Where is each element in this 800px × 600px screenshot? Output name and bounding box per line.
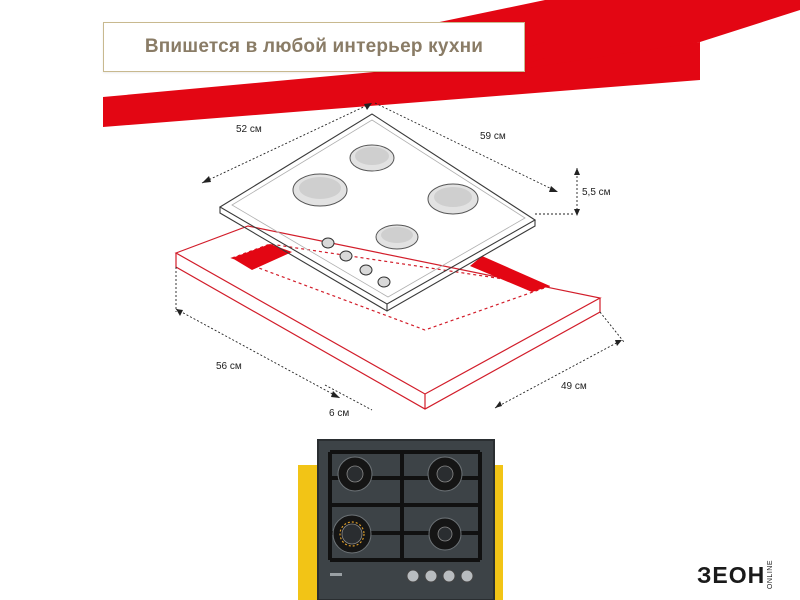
dim-hob-height-label: 5,5 см bbox=[582, 187, 611, 198]
countertop-opening-fills bbox=[232, 244, 550, 292]
title-banner: Впишется в любой интерьер кухни bbox=[103, 22, 525, 72]
dimension-lines bbox=[175, 102, 625, 411]
brand-logo: ЗЕОН ONLINE bbox=[697, 560, 775, 590]
dimension-arrows bbox=[176, 103, 622, 408]
brand-logo-subtext: ONLINE bbox=[767, 560, 775, 590]
countertop-outline bbox=[174, 225, 602, 410]
dim-cutout-width-label: 56 см bbox=[216, 361, 242, 372]
page-title: Впишется в любой интерьер кухни bbox=[144, 36, 484, 57]
hob-burners bbox=[292, 144, 479, 250]
dim-cutout-depth-label: 49 см bbox=[561, 381, 587, 392]
dim-cutout-gap-label: 6 см bbox=[329, 408, 350, 419]
hob-knobs bbox=[321, 237, 391, 288]
product-photo bbox=[298, 439, 503, 600]
hob-drawing bbox=[218, 113, 537, 312]
dim-hob-depth-label: 52 см bbox=[236, 124, 262, 135]
dim-hob-width-label: 59 см bbox=[480, 131, 506, 142]
brand-logo-text: ЗЕОН bbox=[697, 561, 766, 588]
